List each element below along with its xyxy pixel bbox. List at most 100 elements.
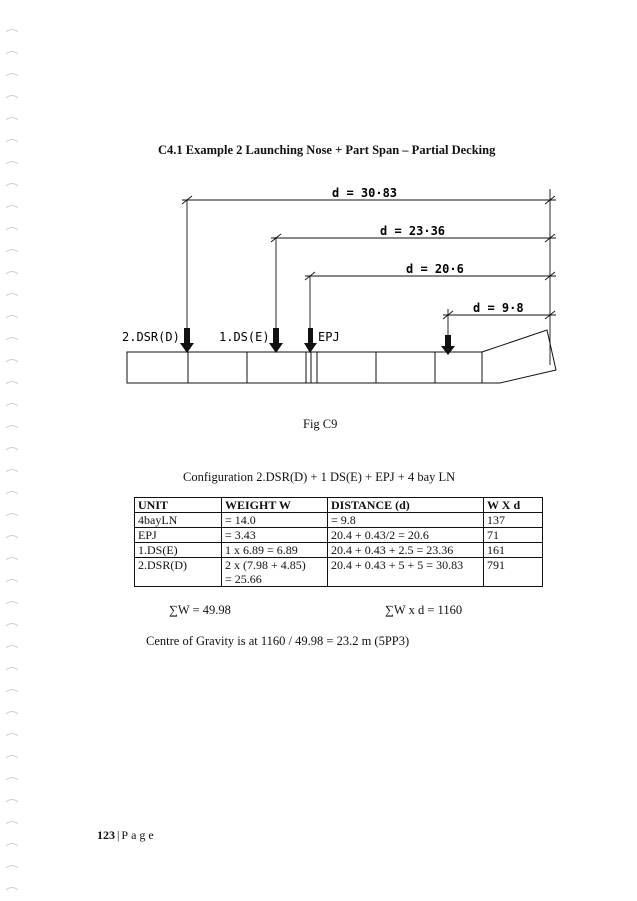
page-number: 123 bbox=[97, 828, 115, 842]
page-footer: 123|Page bbox=[97, 828, 157, 843]
table-row: 1.DS(E) 1 x 6.89 = 6.89 20.4 + 0.43 + 2.… bbox=[134, 542, 543, 558]
binding-hole bbox=[5, 293, 19, 297]
dim-label-9-8: d = 9·8 bbox=[473, 301, 524, 315]
load-arrow-ln-head bbox=[441, 346, 455, 355]
binding-hole bbox=[5, 337, 19, 341]
binding-hole bbox=[5, 95, 19, 99]
dim-label-23-36: d = 23·36 bbox=[380, 224, 445, 238]
cell-distance: = 9.8 bbox=[327, 512, 484, 528]
cell-unit: EPJ bbox=[134, 527, 222, 543]
cell-distance: 20.4 + 0.43 + 2.5 = 23.36 bbox=[327, 542, 484, 558]
binding-hole bbox=[5, 777, 19, 781]
cell-weight: 1 x 6.89 = 6.89 bbox=[221, 542, 328, 558]
binding-hole bbox=[5, 29, 19, 33]
binding-hole bbox=[5, 183, 19, 187]
binding-hole bbox=[5, 491, 19, 495]
load-label-1ds: 1.DS(E) bbox=[219, 330, 270, 344]
dim-label-20-6: d = 20·6 bbox=[406, 262, 464, 276]
binding-hole bbox=[5, 799, 19, 803]
binding-hole bbox=[5, 865, 19, 869]
cell-unit: 2.DSR(D) bbox=[134, 557, 222, 587]
binding-hole bbox=[5, 513, 19, 517]
binding-hole bbox=[5, 249, 19, 253]
binding-hole bbox=[5, 821, 19, 825]
deck-outline bbox=[126, 351, 483, 384]
configuration-text: Configuration 2.DSR(D) + 1 DS(E) + EPJ +… bbox=[183, 470, 456, 484]
cell-wxd: 71 bbox=[483, 527, 543, 543]
binding-hole bbox=[5, 205, 19, 209]
load-arrow-2dsr-head bbox=[180, 343, 194, 353]
load-arrow-epj-shaft bbox=[308, 328, 313, 344]
binding-hole bbox=[5, 601, 19, 605]
cell-wxd: 161 bbox=[483, 542, 543, 558]
binding-hole bbox=[5, 623, 19, 627]
binding-hole bbox=[5, 381, 19, 385]
load-arrows bbox=[180, 328, 455, 355]
load-arrow-2dsr-shaft bbox=[184, 328, 190, 344]
figure-caption: Fig C9 bbox=[303, 417, 338, 431]
header-unit: UNIT bbox=[134, 497, 222, 513]
weight-table: UNIT WEIGHT W DISTANCE (d) W X d 4bayLN … bbox=[134, 497, 543, 587]
deck-segments bbox=[126, 329, 557, 384]
binding-hole bbox=[5, 689, 19, 693]
binding-hole bbox=[5, 315, 19, 319]
cell-weight: 2 x (7.98 + 4.85) = 25.66 bbox=[221, 557, 328, 587]
header-distance: DISTANCE (d) bbox=[327, 497, 484, 513]
binding-hole bbox=[5, 73, 19, 77]
binding-hole bbox=[5, 887, 19, 891]
section-title: C4.1 Example 2 Launching Nose + Part Spa… bbox=[158, 143, 496, 157]
binding-hole bbox=[5, 469, 19, 473]
footer-separator: | bbox=[117, 828, 120, 842]
cell-wxd: 137 bbox=[483, 512, 543, 528]
binding-hole bbox=[5, 645, 19, 649]
binding-hole bbox=[5, 843, 19, 847]
table-row: 4bayLN = 14.0 = 9.8 137 bbox=[134, 512, 543, 528]
binding-hole bbox=[5, 557, 19, 561]
header-weight: WEIGHT W bbox=[221, 497, 328, 513]
cell-wxd: 791 bbox=[483, 557, 543, 587]
binding-hole bbox=[5, 579, 19, 583]
binding-hole bbox=[5, 139, 19, 143]
binding-hole bbox=[5, 447, 19, 451]
cell-weight: = 3.43 bbox=[221, 527, 328, 543]
load-label-2dsr: 2.DSR(D) bbox=[122, 330, 180, 344]
cell-weight: = 14.0 bbox=[221, 512, 328, 528]
cell-unit: 4bayLN bbox=[134, 512, 222, 528]
sum-moment: ∑W x d = 1160 bbox=[385, 603, 463, 617]
dim-label-30-83: d = 30·83 bbox=[332, 186, 397, 200]
load-arrow-1ds-shaft bbox=[273, 328, 279, 344]
cell-unit: 1.DS(E) bbox=[134, 542, 222, 558]
cell-distance: 20.4 + 0.43/2 = 20.6 bbox=[327, 527, 484, 543]
binding-hole bbox=[5, 755, 19, 759]
header-wxd: W X d bbox=[483, 497, 543, 513]
page-word: Page bbox=[121, 828, 157, 842]
binding-hole bbox=[5, 711, 19, 715]
load-arrow-epj-head bbox=[304, 343, 317, 353]
load-arrow-1ds-head bbox=[269, 343, 283, 353]
launching-nose-tip bbox=[481, 329, 557, 384]
cell-distance: 20.4 + 0.43 + 5 + 5 = 30.83 bbox=[327, 557, 484, 587]
launching-nose-figure: d = 30·83 d = 23·36 d = 20·6 d = 9·8 2.D… bbox=[122, 186, 557, 384]
table-header-row: UNIT WEIGHT W DISTANCE (d) W X d bbox=[134, 497, 543, 513]
binding-hole bbox=[5, 425, 19, 429]
binding-hole bbox=[5, 271, 19, 275]
table-row: 2.DSR(D) 2 x (7.98 + 4.85) = 25.66 20.4 … bbox=[134, 557, 543, 587]
binding-hole bbox=[5, 161, 19, 165]
binding-hole bbox=[5, 403, 19, 407]
centre-of-gravity-text: Centre of Gravity is at 1160 / 49.98 = 2… bbox=[146, 634, 410, 648]
binding-hole bbox=[5, 359, 19, 363]
sum-weight: ∑W = 49.98 bbox=[169, 603, 231, 617]
binding-hole bbox=[5, 733, 19, 737]
binding-hole bbox=[5, 117, 19, 121]
load-arrow-ln-shaft bbox=[445, 335, 451, 347]
binding-holes bbox=[5, 29, 19, 891]
load-label-epj: EPJ bbox=[318, 330, 340, 344]
cell-weight-line-1: 2 x (7.98 + 4.85) bbox=[225, 558, 306, 572]
binding-hole bbox=[5, 51, 19, 55]
table-row: EPJ = 3.43 20.4 + 0.43/2 = 20.6 71 bbox=[134, 527, 543, 543]
binding-hole bbox=[5, 535, 19, 539]
binding-hole bbox=[5, 667, 19, 671]
cell-weight-line-2: = 25.66 bbox=[225, 572, 262, 586]
binding-hole bbox=[5, 227, 19, 231]
